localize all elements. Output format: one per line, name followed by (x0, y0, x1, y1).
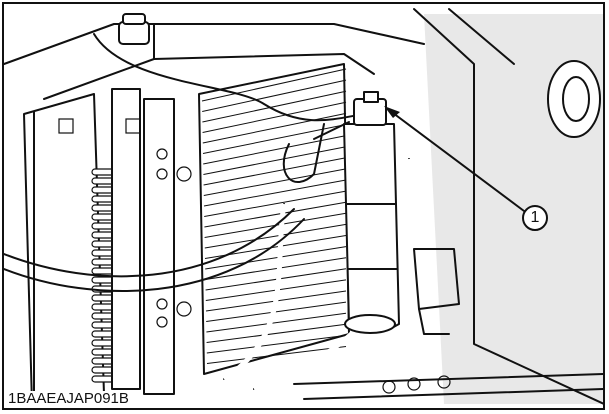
hose-corrugation (91, 177, 115, 185)
radiator-cap (118, 13, 150, 45)
condenser-fin (205, 257, 347, 280)
receiver-drier (343, 91, 400, 334)
hose-corrugation (91, 348, 115, 356)
hose-corrugation (91, 312, 115, 320)
hose-corrugation (91, 294, 115, 302)
hose-corrugation (91, 276, 115, 284)
hose-corrugation (91, 330, 115, 338)
condenser-fin (203, 179, 347, 207)
hose-corrugation (91, 303, 115, 311)
condenser-fin (205, 268, 347, 291)
hose-corrugation (91, 366, 115, 374)
callout-leader (384, 106, 525, 212)
condenser-fin (202, 79, 347, 112)
condenser-fin (204, 190, 347, 217)
hose-corrugation (91, 204, 115, 212)
condenser-fin (202, 90, 347, 123)
condenser-fin (203, 168, 347, 196)
condenser-fin (203, 135, 347, 165)
hose-corrugation (91, 267, 115, 275)
condenser-fin (206, 301, 347, 322)
condenser-fin (206, 323, 347, 343)
condenser-fin (202, 101, 347, 133)
hose-corrugation (91, 240, 115, 248)
condenser-fin (206, 312, 347, 333)
hose-corrugation (91, 357, 115, 365)
callout-number: 1 (522, 205, 548, 231)
condenser-fin (201, 68, 347, 102)
condenser-fin (204, 201, 347, 228)
hose-corrugation (91, 195, 115, 203)
body-panel (413, 8, 603, 405)
grommet (547, 60, 601, 138)
hose-corrugation (91, 168, 115, 176)
figure-code: 1BAAEAJAP091B (6, 390, 131, 407)
condenser-fin (203, 146, 347, 175)
brackets (58, 88, 192, 395)
hose-corrugation (91, 249, 115, 257)
hose-corrugation (91, 258, 115, 266)
hose-corrugation (91, 321, 115, 329)
lower-area (293, 248, 603, 400)
hose-corrugation (91, 222, 115, 230)
hose-corrugation (91, 213, 115, 221)
hose-corrugation (91, 375, 115, 383)
condenser-fin (202, 112, 347, 144)
condenser-fin (203, 157, 347, 186)
illustration-frame: 1 (2, 2, 605, 410)
hose-corrugation (91, 339, 115, 347)
condenser-fin (206, 346, 347, 364)
condenser-fin (206, 334, 347, 354)
hose-corrugation (91, 186, 115, 194)
condenser-fin (204, 223, 347, 249)
condenser-fin (205, 246, 347, 270)
line-drawing (4, 4, 603, 408)
upper-frame (4, 23, 425, 100)
hose-corrugation (91, 231, 115, 239)
